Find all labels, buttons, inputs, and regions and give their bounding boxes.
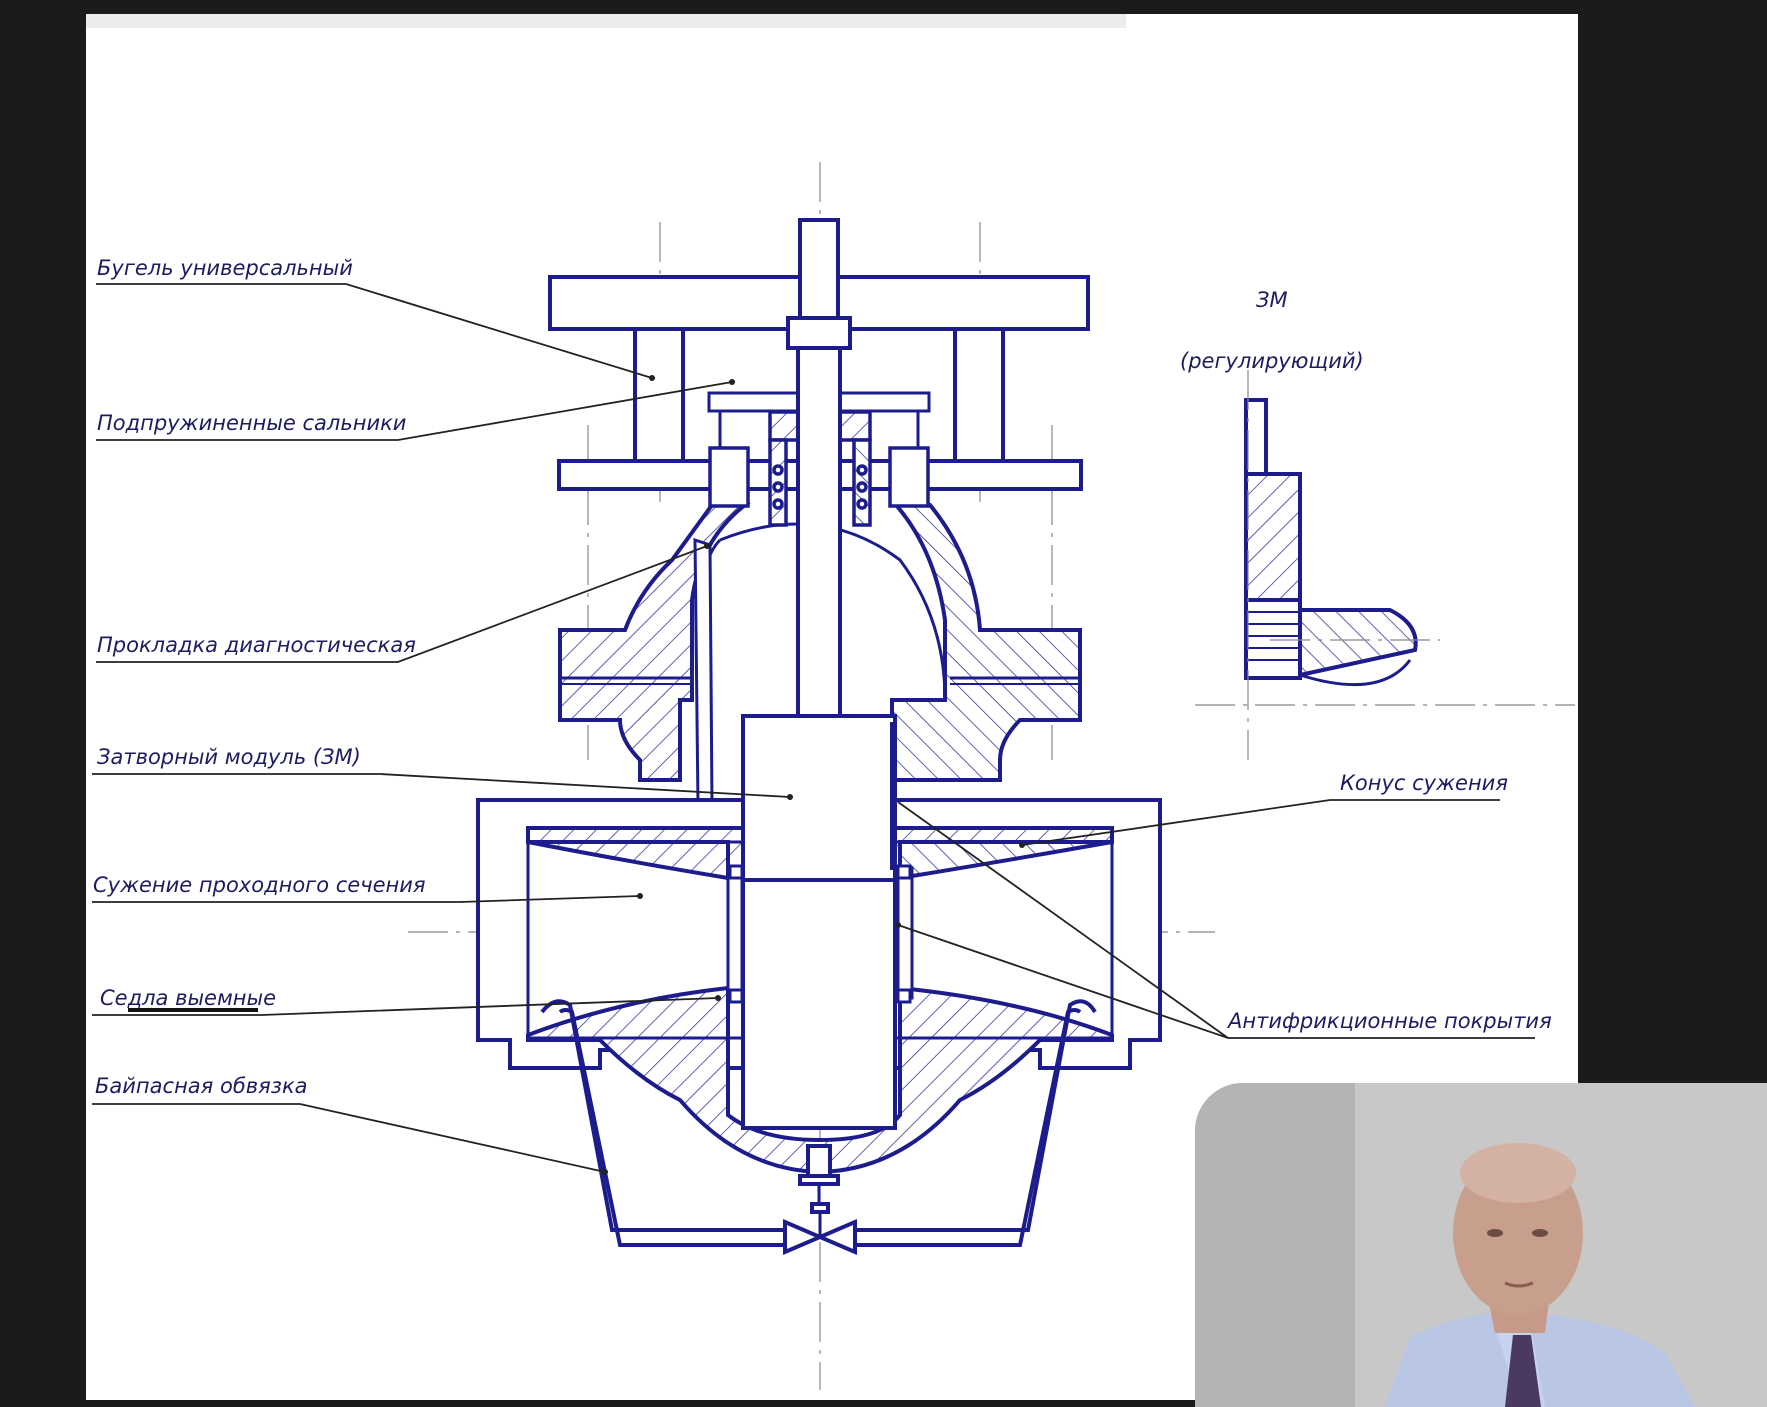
leader-lines: [92, 283, 1535, 1173]
diagnostic-channel: [693, 537, 734, 825]
label-zm-title: ЗМ: [1256, 288, 1288, 312]
slide-top-strip: [86, 14, 1126, 28]
label-zatvor: Затворный модуль (ЗМ): [97, 745, 361, 769]
stuffing-box: [708, 410, 930, 527]
label-zm-sub: (регулирующий): [1180, 349, 1364, 373]
label-salniki: Подпружиненные сальники: [97, 411, 406, 435]
gate-module: [741, 714, 897, 1210]
bypass-piping: [540, 999, 1097, 1256]
stem: [786, 218, 852, 720]
label-antifr: Антифрикционные покрытия: [1226, 1009, 1552, 1033]
leader-dots: [602, 375, 1025, 1175]
label-bugel: Бугель универсальный: [97, 256, 353, 280]
label-prokladka: Прокладка диагностическая: [97, 633, 416, 657]
label-baipas: Байпасная обвязка: [95, 1074, 308, 1098]
label-sedla: Седла выемные: [100, 986, 276, 1010]
presenter-video-icon: [1195, 1083, 1767, 1407]
removable-seats: [726, 864, 914, 1004]
zm-center-lines: [1195, 370, 1575, 760]
label-suzhenie: Сужение проходного сечения: [93, 873, 426, 897]
presenter-webcam: [1195, 1083, 1767, 1407]
zm-detail: [1244, 398, 1418, 687]
label-konus: Конус сужения: [1340, 771, 1508, 795]
